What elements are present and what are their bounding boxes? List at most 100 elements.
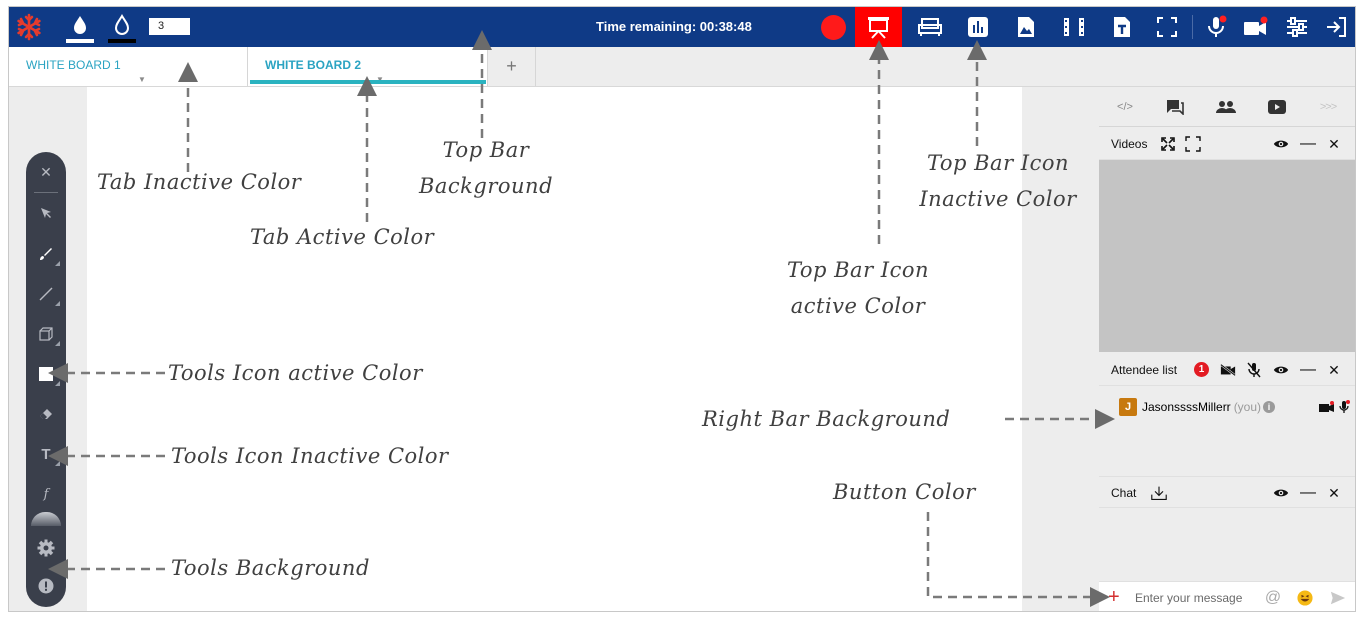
color-picker-black[interactable] [108,13,138,43]
attendee-header: Attendee list 1 — ✕ [1099,354,1355,386]
chat-title: Chat [1111,486,1137,500]
add-attachment-button[interactable]: + [1108,586,1120,608]
annotation-tools-icon-inactive: Tools Icon Inactive Color [171,444,449,468]
add-tab-button[interactable]: + [488,47,536,86]
video-area [1099,160,1355,352]
eye-icon[interactable] [1273,485,1289,501]
top-bar: 3 Time remaining: 00:38:48 [9,7,1355,47]
minimize-icon[interactable]: — [1300,135,1316,152]
classroom-app: 3 Time remaining: 00:38:48 [8,6,1356,612]
chat-message-input[interactable]: Enter your message [1135,591,1243,605]
camera-off-icon[interactable] [1220,362,1236,378]
videos-header: Videos — ✕ [1099,128,1355,160]
camera-icon[interactable] [1241,7,1271,47]
gear-icon[interactable] [26,534,66,562]
tab-white-board-1[interactable]: WHITE BOARD 1 ▼ [9,47,248,86]
emoji-icon[interactable] [1297,590,1313,606]
top-bar-separator [1192,15,1193,39]
people-icon[interactable] [1215,97,1237,117]
tab-label: WHITE BOARD 2 [265,58,361,72]
tab-white-board-2[interactable]: WHITE BOARD 2 ▼ [248,47,488,86]
close-icon[interactable]: ✕ [1328,484,1340,501]
tools-bar: ✕ T f [26,152,66,607]
youtube-icon[interactable] [1266,97,1288,117]
caret-down-icon[interactable]: ▼ [376,62,384,98]
settings-sliders-icon[interactable] [1282,7,1312,47]
annotation-line: Inactive Color [919,187,1077,211]
formula-icon[interactable]: f [43,486,49,502]
chat-icon[interactable] [1164,97,1186,117]
time-remaining: Time remaining: 00:38:48 [596,19,752,34]
active-tab-underline [250,80,486,84]
info-icon[interactable]: i [1263,401,1276,413]
fullscreen-icon[interactable] [1185,136,1201,152]
right-panel-tabs: </> >>> [1099,87,1355,127]
annotation-topbar-icon-inactive: Top Bar Icon Inactive Color [908,145,1088,217]
annotation-line: Background [418,174,554,198]
minimize-icon[interactable]: — [1300,484,1316,501]
annotation-tab-inactive: Tab Inactive Color [97,170,302,194]
pointer-icon[interactable] [26,199,66,227]
mention-icon[interactable]: @ [1264,589,1282,606]
code-icon[interactable]: </> [1117,101,1133,113]
mic-off-icon[interactable] [1246,362,1262,378]
snowflake-logo-icon [11,7,47,47]
attendee-mic-icon[interactable] [1337,399,1353,415]
attendee-row[interactable]: J JasonssssMillerr (you) i [1119,397,1276,417]
attendee-camera-icon[interactable] [1319,399,1335,415]
color-picker-white[interactable] [66,13,96,43]
white-color-bar [66,39,94,43]
annotation-topbar-background: Top Bar Background [406,132,566,204]
line-icon[interactable] [26,280,66,308]
close-icon[interactable]: ✕ [40,163,52,180]
poll-icon[interactable] [963,7,993,47]
square-icon[interactable] [26,360,66,388]
avatar: J [1119,398,1137,416]
annotation-line: active Color [790,294,926,318]
cube-icon[interactable] [26,320,66,348]
minimize-icon[interactable]: — [1300,361,1316,378]
microphone-icon[interactable] [1201,7,1231,47]
close-icon[interactable]: ✕ [1328,135,1340,152]
text-file-icon[interactable] [1107,7,1137,47]
more-icon[interactable]: >>> [1319,101,1337,113]
tools-slider-dome[interactable] [31,512,61,526]
sofa-icon[interactable] [915,7,945,47]
attendee-you-tag: (you) [1233,400,1262,414]
exit-icon[interactable] [1321,7,1351,47]
presentation-icon[interactable] [855,7,902,47]
black-color-bar [108,39,136,43]
tab-label: WHITE BOARD 1 [26,58,121,72]
chat-header: Chat — ✕ [1099,476,1355,508]
whiteboard-canvas[interactable] [87,87,1022,611]
attendee-name: JasonssssMillerr [1142,400,1231,414]
image-file-icon[interactable] [1011,7,1041,47]
download-icon[interactable] [1151,485,1167,501]
brush-size-input[interactable]: 3 [149,18,190,35]
tab-bar: WHITE BOARD 1 ▼ WHITE BOARD 2 ▼ + [9,47,1355,87]
caret-down-icon[interactable]: ▼ [138,75,146,84]
annotation-tools-icon-active: Tools Icon active Color [168,361,423,385]
text-icon[interactable]: T [26,440,66,468]
eye-icon[interactable] [1273,362,1289,378]
record-icon[interactable] [821,15,846,40]
attendee-count-badge: 1 [1194,362,1209,377]
close-icon[interactable]: ✕ [1328,361,1340,378]
eye-icon[interactable] [1273,136,1289,152]
expand-icon[interactable] [1160,136,1176,152]
videos-title: Videos [1111,137,1148,151]
eraser-icon[interactable] [26,400,66,428]
annotation-topbar-icon-active: Top Bar Icon active Color [770,252,946,324]
brush-icon[interactable] [26,240,66,268]
video-file-icon[interactable] [1059,7,1089,47]
annotation-tab-active: Tab Active Color [250,225,435,249]
fullscreen-icon[interactable] [1152,7,1182,47]
annotation-line: Top Bar [442,138,530,162]
annotation-line: Top Bar Icon [786,258,930,282]
chat-input-bar: + Enter your message @ [1099,581,1355,611]
annotation-button-color: Button Color [833,480,976,504]
annotation-right-bar-background: Right Bar Background [702,407,951,431]
send-icon[interactable] [1330,590,1346,606]
right-panel: </> >>> Videos — ✕ [1099,87,1355,611]
alert-icon[interactable] [26,572,66,600]
